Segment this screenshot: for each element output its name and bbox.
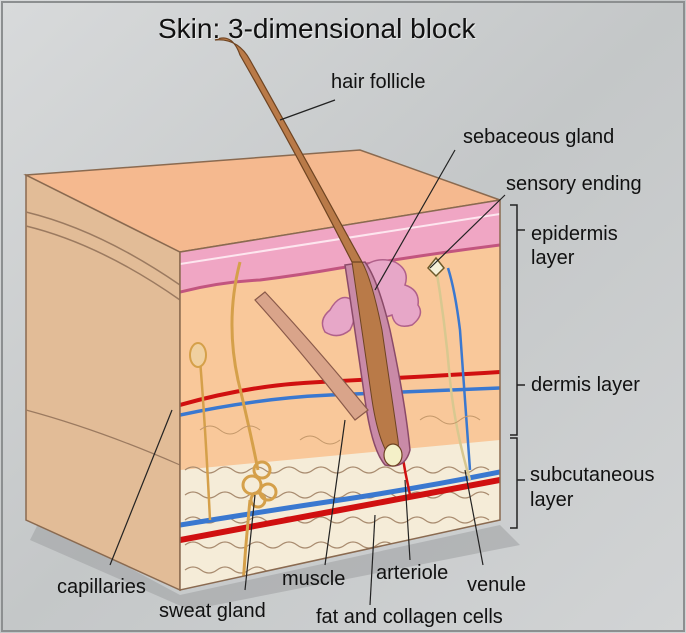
page-title: Skin: 3-dimensional block [158,14,476,44]
label-capillaries: capillaries [57,576,146,598]
label-arteriole: arteriole [376,562,448,584]
label-epidermis-line1: epidermis [531,223,618,245]
label-dermis-layer: dermis layer [531,374,640,396]
hair-papilla [384,444,402,466]
label-sebaceous-gland: sebaceous gland [463,126,614,148]
gland-bulb [190,343,206,367]
label-fat-and-collagen-cells: fat and collagen cells [316,606,503,628]
label-muscle: muscle [282,568,345,590]
label-epidermis-line2: layer [531,247,574,269]
label-hair-follicle: hair follicle [331,71,425,93]
label-subcutaneous-line2: layer [530,489,573,511]
label-sweat-gland: sweat gland [159,600,266,622]
label-subcutaneous-line1: subcutaneous [530,464,655,486]
label-sensory-ending: sensory ending [506,173,642,195]
label-venule: venule [467,574,526,596]
